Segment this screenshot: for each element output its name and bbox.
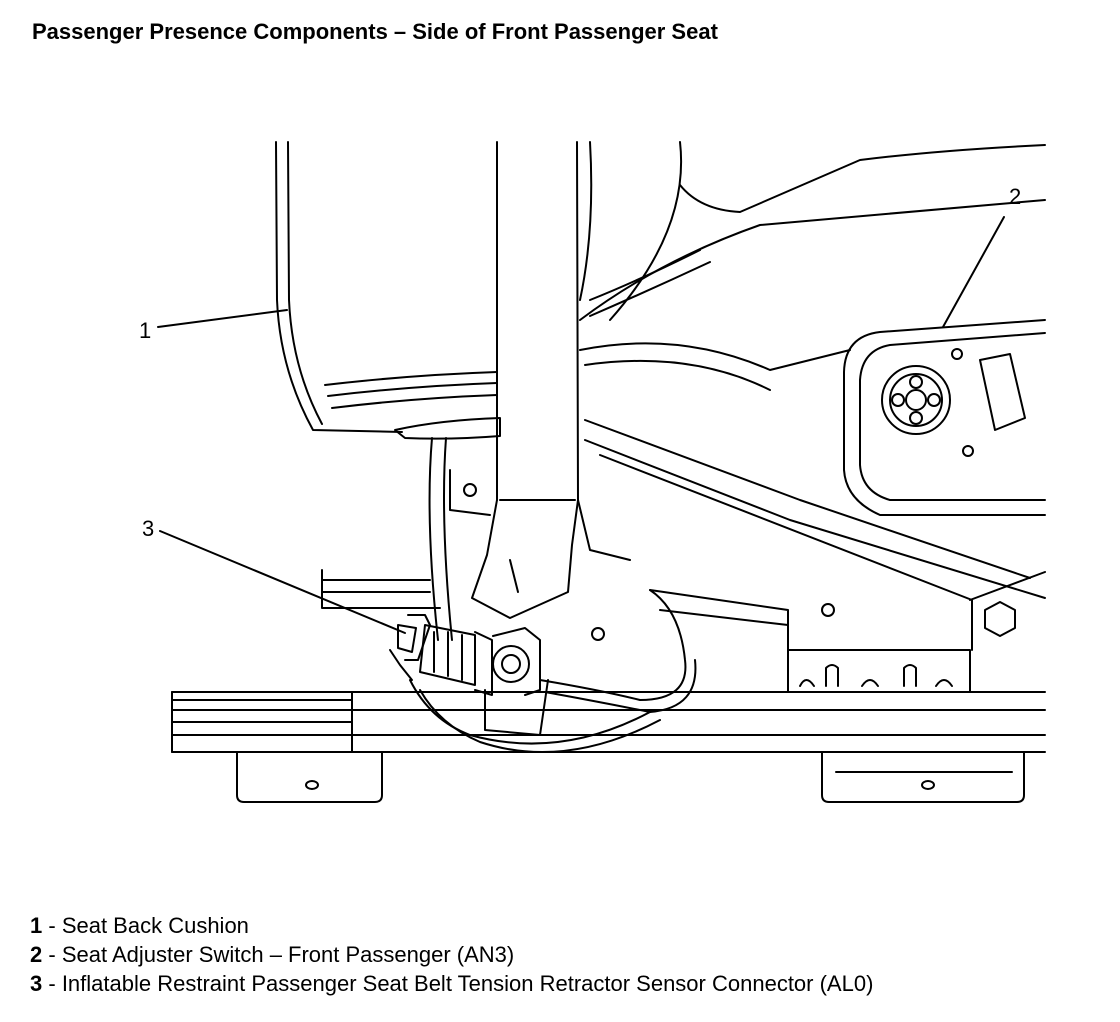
sensor-connector[interactable] bbox=[389, 614, 541, 696]
legend-item: 3 - Inflatable Restraint Passenger Seat … bbox=[30, 969, 873, 998]
legend-number: 1 bbox=[30, 913, 43, 938]
seat-back-cushion bbox=[275, 141, 501, 501]
seat-belt-strap bbox=[471, 141, 631, 619]
callout-3: 3 bbox=[142, 516, 154, 541]
seat-mounting-foot-left bbox=[236, 751, 383, 803]
legend-separator: - bbox=[42, 913, 62, 938]
legend-text: Seat Back Cushion bbox=[61, 913, 249, 938]
legend-separator: - bbox=[42, 942, 62, 967]
seat-mounting-foot-right bbox=[821, 751, 1025, 803]
seat-frame-diagonal bbox=[584, 419, 1046, 651]
page-title: Passenger Presence Components – Side of … bbox=[32, 19, 718, 44]
seat-track-rail bbox=[171, 569, 1046, 753]
seat-frame-bracket bbox=[449, 469, 605, 641]
wire-harness bbox=[409, 437, 697, 754]
seat-adjuster-switch-button[interactable] bbox=[951, 348, 1026, 457]
legend-number: 3 bbox=[30, 971, 43, 996]
legend-text: Inflatable Restraint Passenger Seat Belt… bbox=[61, 971, 874, 996]
legend-separator: - bbox=[42, 971, 62, 996]
legend-number: 2 bbox=[30, 942, 43, 967]
leader-line-1 bbox=[157, 309, 288, 328]
component-legend: 1 - Seat Back Cushion 2 - Seat Adjuster … bbox=[30, 911, 873, 998]
callout-2: 2 bbox=[1009, 184, 1021, 209]
leader-line-2 bbox=[942, 216, 1005, 328]
hex-bolt bbox=[984, 601, 1016, 637]
seat-adjuster-knob[interactable] bbox=[881, 365, 951, 435]
seat-adjuster-switch-housing bbox=[843, 319, 1046, 516]
leader-line-3 bbox=[159, 530, 406, 634]
seat-frame-latch-plate bbox=[787, 649, 971, 693]
callout-1: 1 bbox=[139, 318, 151, 343]
legend-item: 1 - Seat Back Cushion bbox=[30, 911, 873, 940]
legend-text: Seat Adjuster Switch – Front Passenger (… bbox=[61, 942, 515, 967]
legend-item: 2 - Seat Adjuster Switch – Front Passeng… bbox=[30, 940, 873, 969]
seat-cushion bbox=[579, 141, 1046, 391]
